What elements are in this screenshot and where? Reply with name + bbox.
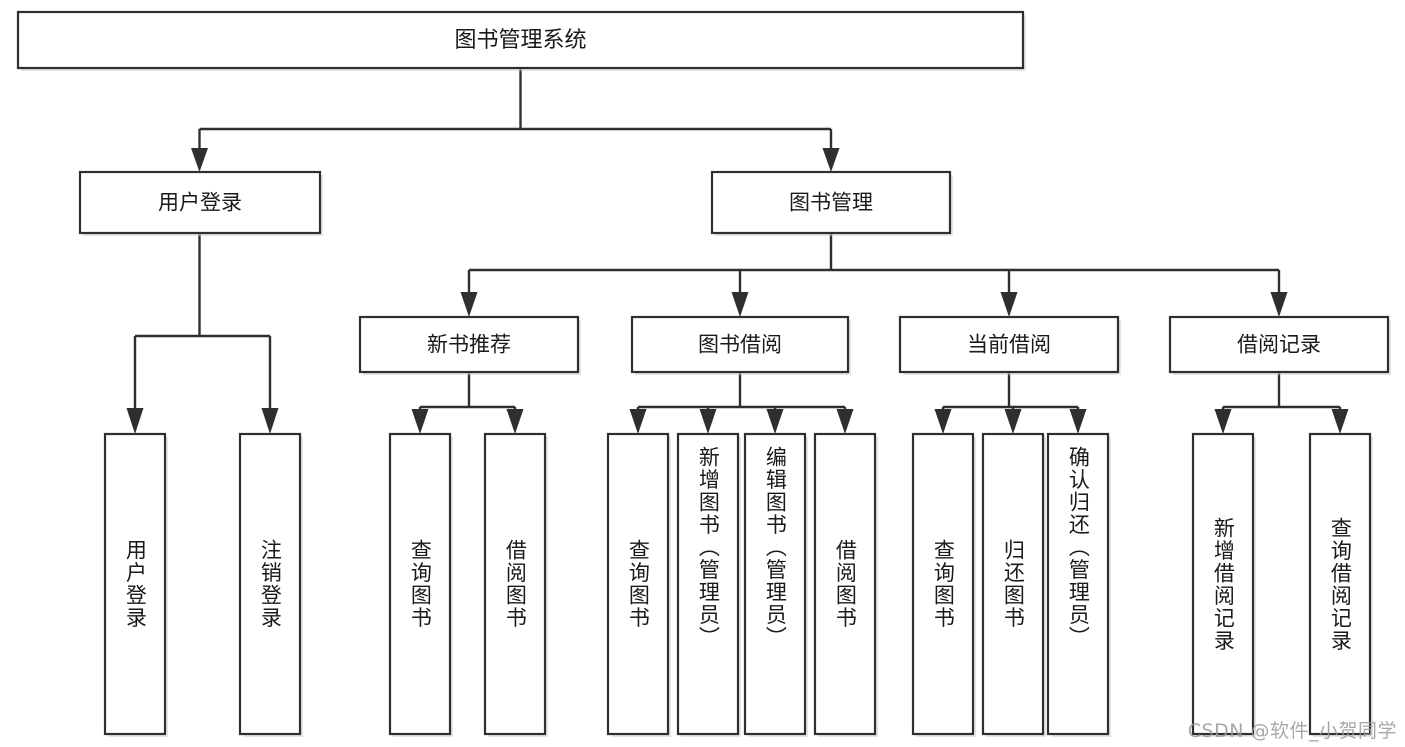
node-root-box[interactable]	[16, 10, 1025, 70]
leaf-box-user-login[interactable]	[103, 432, 167, 736]
node-borrow-record[interactable]: 借阅记录	[1168, 315, 1391, 375]
connector-group-root	[191, 68, 840, 172]
leaf-box-query-record[interactable]	[1308, 432, 1372, 736]
arrow-head-leaf-add-book	[699, 409, 717, 434]
arrow-head-book-manage	[822, 148, 840, 172]
leaf-box-add-book[interactable]	[676, 432, 740, 736]
node-book-manage-label: 图书管理	[789, 191, 873, 215]
node-root-label: 图书管理系统	[454, 28, 586, 53]
arrow-head-user-login	[191, 148, 208, 172]
node-current-borrow-label: 当前借阅	[967, 333, 1051, 357]
node-user-login[interactable]: 用户登录	[78, 170, 323, 236]
leaf-box-borrow-book-rec[interactable]	[483, 432, 547, 736]
node-book-manage[interactable]: 图书管理	[710, 170, 953, 236]
node-book-manage-box[interactable]	[710, 170, 952, 235]
node-book-borrow-box[interactable]	[630, 315, 850, 374]
node-new-book-rec-box[interactable]	[358, 315, 580, 374]
node-book-borrow[interactable]: 图书借阅	[630, 315, 851, 375]
leaf-boxes-group	[103, 432, 1373, 737]
arrow-head-leaf-user-logout	[261, 408, 279, 434]
arrow-head-leaf-query-book-cur	[934, 409, 952, 434]
arrow-head-leaf-edit-book	[766, 409, 784, 434]
arrow-head-leaf-query-record	[1331, 409, 1349, 434]
node-current-borrow[interactable]: 当前借阅	[898, 315, 1121, 375]
node-book-borrow-label: 图书借阅	[698, 333, 782, 357]
arrow-head-leaf-user-login	[126, 408, 144, 434]
connector-group-current-borrow	[934, 372, 1087, 434]
arrow-head-borrow-record	[1270, 292, 1288, 317]
node-new-book-rec[interactable]: 新书推荐	[358, 315, 581, 375]
connector-group-book-borrow	[629, 372, 854, 434]
arrow-head-leaf-borrow-book-rec	[506, 409, 524, 434]
arrow-head-leaf-return-book	[1004, 409, 1022, 434]
watermark-text: CSDN @软件_小贺同学	[1187, 720, 1397, 742]
arrow-head-new-book-rec	[460, 292, 478, 317]
node-current-borrow-box[interactable]	[898, 315, 1120, 374]
leaf-box-return-book[interactable]	[981, 432, 1045, 736]
arrow-head-leaf-add-record	[1214, 409, 1232, 434]
leaf-box-query-book-cur[interactable]	[911, 432, 975, 736]
node-user-login-label: 用户登录	[158, 191, 242, 215]
connector-group-user-login	[126, 233, 279, 434]
arrow-head-leaf-borrow-book	[836, 409, 854, 434]
arrow-head-current-borrow	[1000, 292, 1018, 317]
leaf-box-confirm-return[interactable]	[1046, 432, 1110, 736]
arrow-head-book-borrow	[731, 292, 749, 317]
connector-group-book-manage	[460, 233, 1288, 317]
arrow-head-leaf-confirm-return	[1069, 409, 1087, 434]
node-borrow-record-label: 借阅记录	[1237, 333, 1321, 357]
leaf-box-edit-book[interactable]	[743, 432, 807, 736]
node-user-login-box[interactable]	[78, 170, 322, 235]
arrow-head-leaf-query-book-rec	[411, 409, 429, 434]
node-new-book-rec-label: 新书推荐	[427, 333, 511, 357]
leaf-box-query-book-rec[interactable]	[388, 432, 452, 736]
connector-group-borrow-record	[1214, 372, 1349, 434]
leaf-box-add-record[interactable]	[1191, 432, 1255, 736]
leaf-box-query-book-borrow[interactable]	[606, 432, 670, 736]
arrow-head-leaf-query-book-borrow	[629, 409, 647, 434]
leaf-box-user-logout[interactable]	[238, 432, 302, 736]
node-root[interactable]: 图书管理系统	[16, 10, 1026, 71]
connector-group-new-book-rec	[411, 372, 524, 434]
leaf-box-borrow-book[interactable]	[813, 432, 877, 736]
node-borrow-record-box[interactable]	[1168, 315, 1390, 374]
